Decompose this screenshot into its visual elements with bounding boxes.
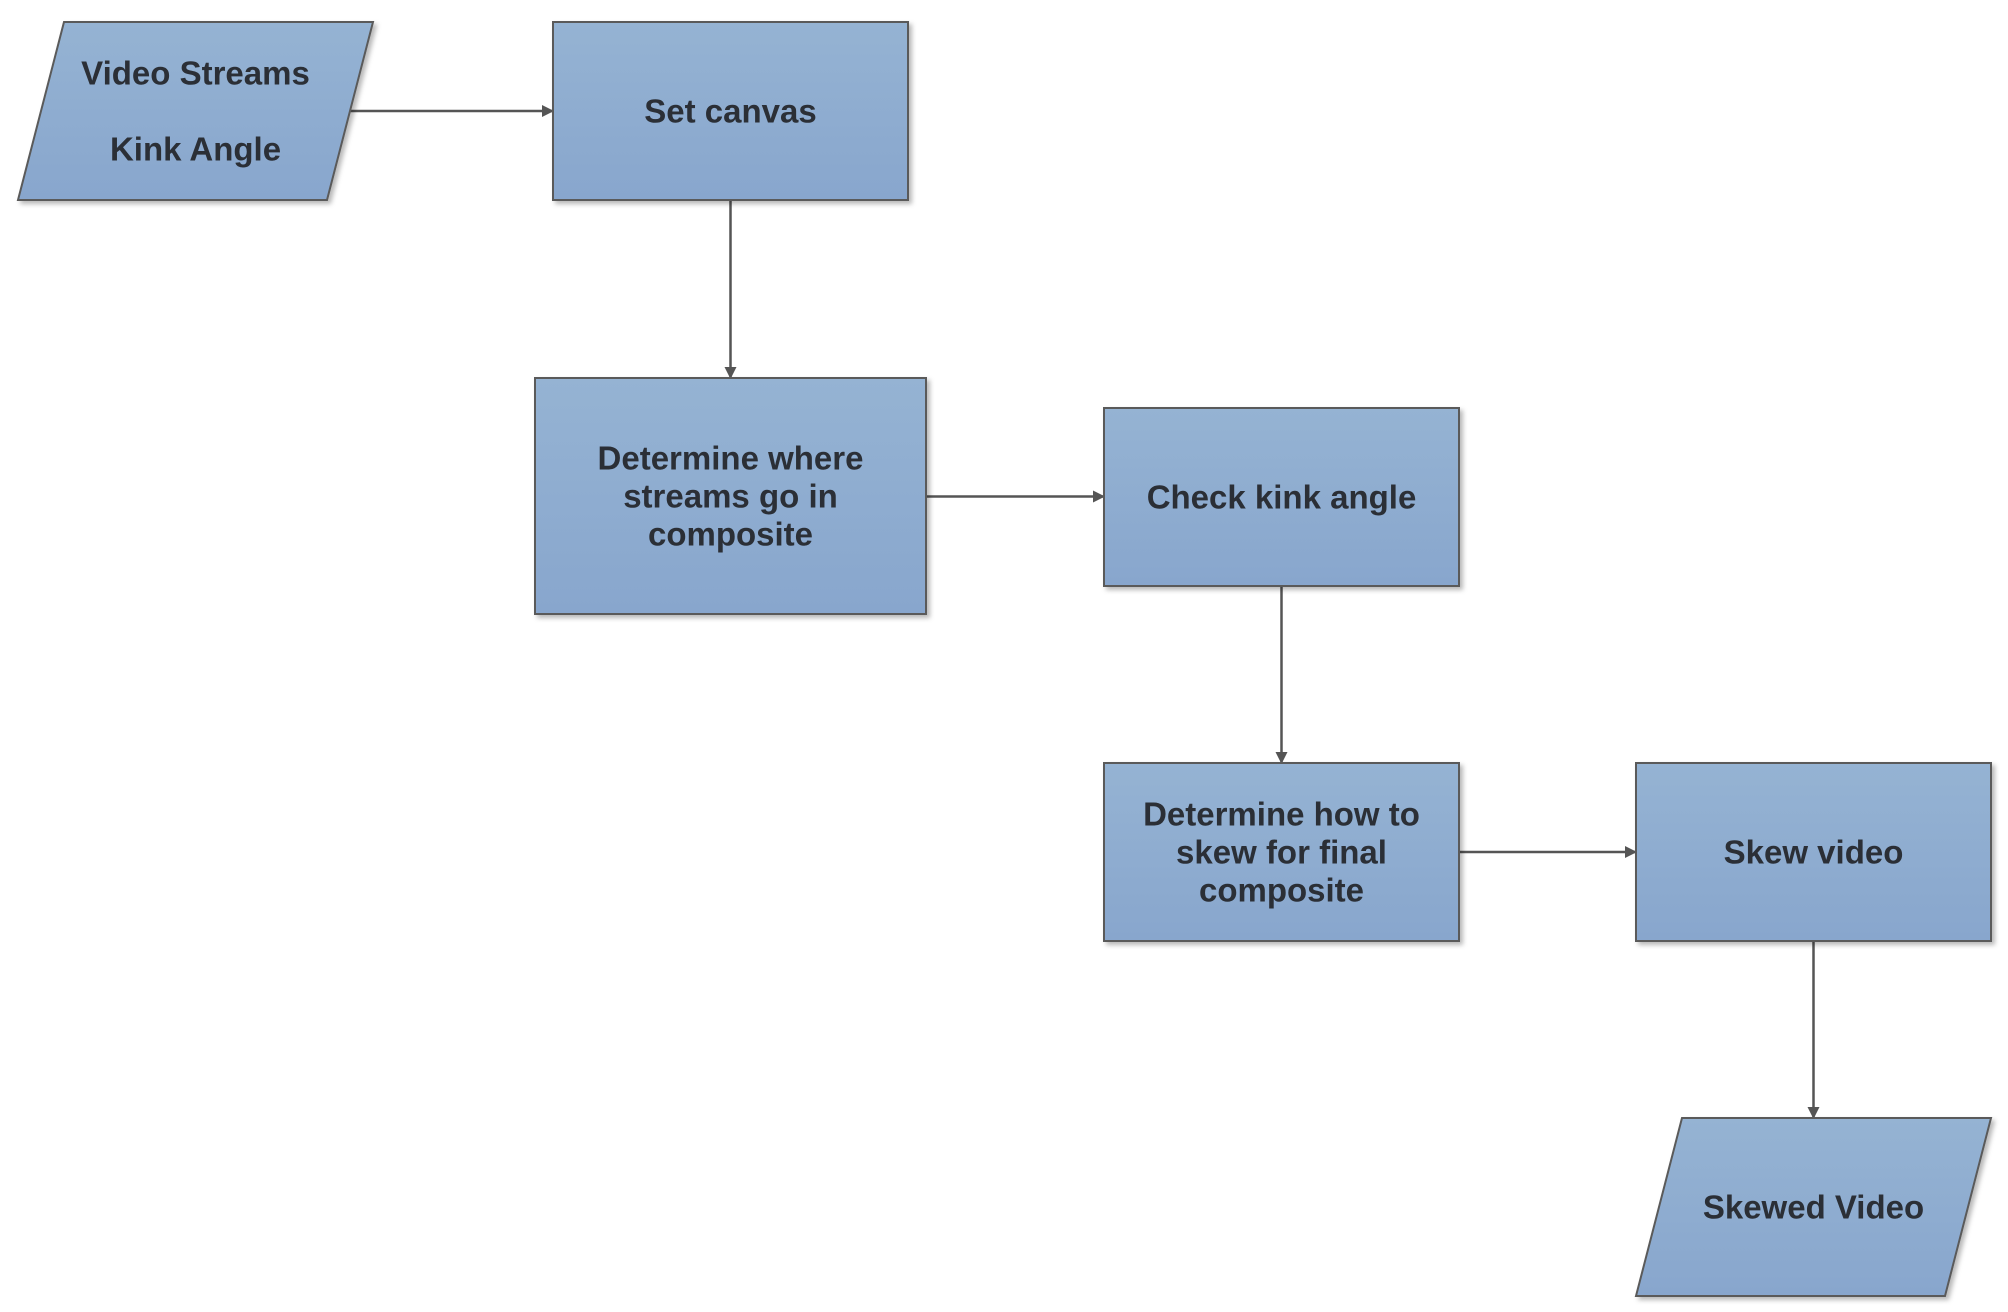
node-check-kink-angle: Check kink angle [1103,407,1460,587]
node-label-line: Video Streams [81,55,310,92]
node-set-canvas: Set canvas [552,21,909,201]
node-label-line: Skew video [1724,834,1904,871]
parallelogram-shape [1634,1117,1993,1297]
node-label-line: composite [648,516,813,553]
node-label-line: Set canvas [644,93,816,130]
node-label-line: Determine where [598,440,864,477]
parallelogram-shape [16,21,375,201]
rectangle-shape [1635,762,1992,942]
node-label-line: streams go in [623,478,838,515]
node-label-line: skew for final [1176,834,1387,871]
connectors [350,105,1820,1119]
rectangle-shape [552,21,909,201]
rectangle-shape [1103,762,1460,942]
node-label-line: Determine how to [1143,796,1420,833]
node-label-line: Check kink angle [1147,479,1417,516]
rectangle-shape [534,377,927,615]
rectangle-shape [1103,407,1460,587]
node-label-line: composite [1199,872,1364,909]
node-skewed-video-output: Skewed Video [1634,1117,1993,1297]
node-skew-video: Skew video [1635,762,1992,942]
node-label-line: Kink Angle [110,131,281,168]
node-label-line: Skewed Video [1703,1189,1924,1226]
